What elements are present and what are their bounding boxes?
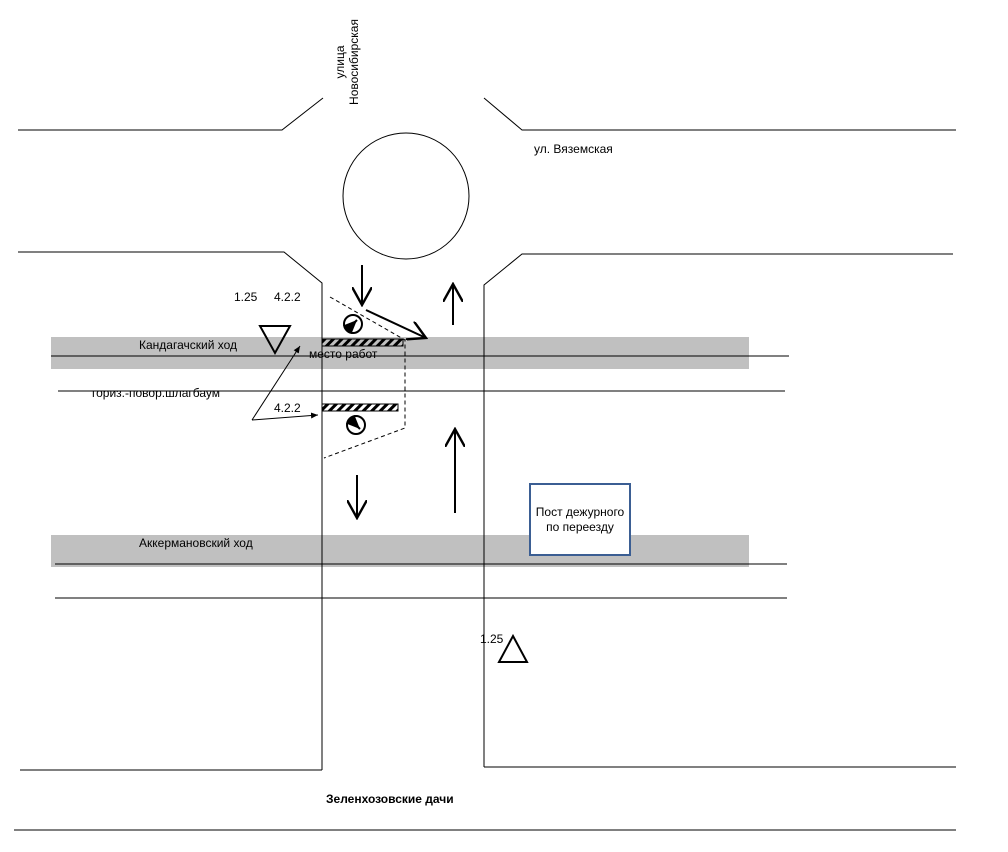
barrier-bottom (321, 403, 399, 412)
sign-4-2-2-top-icon (342, 314, 363, 335)
sign-4-2-2-bottom-label: 4.2.2 (274, 401, 301, 415)
sign-1-25-bottom-label: 1.25 (480, 632, 504, 646)
sign-4-2-2-bottom-icon (345, 414, 366, 435)
barrier-label: гориз.-повор.шлагбаум (92, 386, 221, 400)
street-north-label: улица Новосибирская (333, 19, 361, 105)
warning-triangle-up-icon (497, 633, 529, 663)
sign-4-2-2-top-label: 4.2.2 (274, 290, 301, 304)
traffic-arrows (357, 265, 455, 518)
roundabout (342, 132, 470, 260)
duty-post-label: Пост дежурного по переезду (535, 504, 625, 534)
crossing-band-2 (51, 535, 749, 567)
work-zone-outline (323, 296, 406, 459)
sign-1-25-top-label: 1.25 (234, 290, 258, 304)
work-site-label: место работ (309, 347, 378, 361)
barrier-top (321, 338, 404, 347)
duty-post-box: Пост дежурного по переезду (529, 483, 631, 556)
crossing-2-label: Аккермановский ход (139, 536, 253, 550)
warning-triangle-down-icon (258, 325, 292, 356)
street-east-label: ул. Вяземская (534, 142, 613, 156)
road-edges (14, 97, 956, 831)
crossing-1-label: Кандагачский ход (139, 338, 238, 352)
callout-arrows (251, 345, 319, 421)
south-label: Зеленхозовские дачи (326, 792, 454, 806)
